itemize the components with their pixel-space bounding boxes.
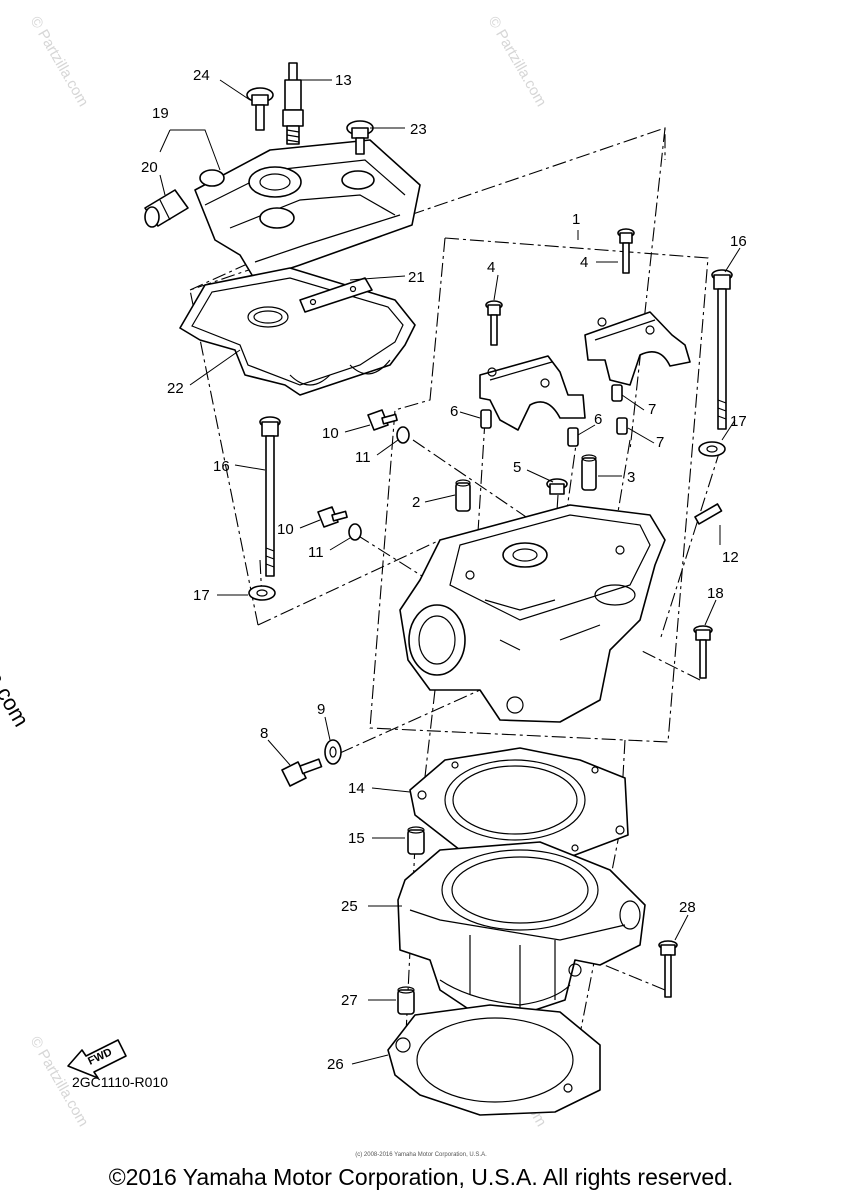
callout-25: 25 <box>341 898 358 915</box>
callout-10a: 10 <box>322 425 339 442</box>
callout-6b: 6 <box>594 411 602 428</box>
callout-11b: 11 <box>308 544 324 561</box>
dowel-27 <box>397 986 415 1015</box>
callout-12: 12 <box>722 549 739 566</box>
callout-8: 8 <box>260 725 268 742</box>
camshaft-cap-left <box>479 355 586 431</box>
washer-11-lower <box>348 523 362 541</box>
callout-16a: 16 <box>730 233 747 250</box>
cover-gasket <box>179 267 416 396</box>
cover-bolt-23 <box>346 120 374 155</box>
washer-17-left-hole <box>256 589 268 597</box>
bolt-10-upper <box>367 409 398 431</box>
callout-24: 24 <box>193 67 210 84</box>
callout-labels: 1 2 3 4 4 5 6 6 7 7 8 9 10 10 11 11 12 1… <box>141 67 747 1073</box>
watermark-tile: © Partzilla.com <box>27 14 92 110</box>
washer-9 <box>324 739 342 765</box>
washer-17-left <box>248 585 276 601</box>
dowel-15 <box>407 826 425 855</box>
bolt-10-lower <box>317 506 348 528</box>
callout-2: 2 <box>412 494 420 511</box>
cap-bolt-left <box>485 300 503 346</box>
callout-17b: 17 <box>193 587 210 604</box>
cylinder-block <box>397 841 646 1016</box>
valve-part-2 <box>455 479 471 512</box>
callout-7a: 7 <box>648 401 656 418</box>
callout-17a: 17 <box>730 413 747 430</box>
dowel-pins <box>480 384 628 447</box>
callout-26: 26 <box>327 1056 344 1073</box>
callout-22: 22 <box>167 380 184 397</box>
bolt-18 <box>693 625 713 679</box>
leader-lines <box>159 79 741 1065</box>
cap-bolt-right <box>617 228 635 274</box>
bolt-28 <box>658 940 678 998</box>
callout-4b: 4 <box>580 254 588 271</box>
valve-part-3 <box>581 454 597 491</box>
callout-16b: 16 <box>213 458 230 475</box>
watermark-tile: © Partzilla.com <box>485 14 550 110</box>
copyright-footer: ©2016 Yamaha Motor Corporation, U.S.A. A… <box>108 1164 734 1190</box>
cylinder-bolt-left <box>259 416 281 577</box>
stud-12 <box>694 503 723 525</box>
diagram-code: 2GC1110-R010 <box>72 1074 168 1090</box>
callout-3: 3 <box>627 469 635 486</box>
callout-10b: 10 <box>277 521 294 538</box>
washer-11-upper <box>396 426 410 444</box>
cylinder-bolt-right <box>711 269 733 430</box>
washer-17-right-hole <box>706 445 718 453</box>
bracket-plate <box>299 277 373 313</box>
callout-28: 28 <box>679 899 696 916</box>
callout-11a: 11 <box>355 449 371 466</box>
callout-5: 5 <box>513 459 521 476</box>
spark-plug <box>282 62 304 145</box>
bolt-8 <box>281 758 323 787</box>
callout-6a: 6 <box>450 403 458 420</box>
callout-15: 15 <box>348 830 365 847</box>
valve-cover <box>194 139 421 281</box>
callout-23: 23 <box>410 121 427 138</box>
washer-17-right <box>698 441 726 457</box>
callout-7b: 7 <box>656 434 664 451</box>
callout-20: 20 <box>141 159 158 176</box>
callout-13: 13 <box>335 72 352 89</box>
fwd-arrow-icon: FWD <box>67 1039 127 1079</box>
cylinder-head <box>399 504 666 723</box>
fine-print: (c) 2008-2016 Yamaha Motor Corporation, … <box>355 1152 487 1158</box>
callout-4a: 4 <box>487 259 495 276</box>
callout-21: 21 <box>408 269 425 286</box>
callout-27: 27 <box>341 992 358 1009</box>
callout-1: 1 <box>572 211 580 228</box>
valve-part-5 <box>546 478 568 495</box>
breather-fitting <box>144 189 189 228</box>
callout-19: 19 <box>152 105 169 122</box>
callout-14: 14 <box>348 780 365 797</box>
cover-bolt-24 <box>246 87 274 131</box>
callout-9: 9 <box>317 701 325 718</box>
camshaft-cap-right <box>584 311 691 386</box>
head-gasket <box>409 747 629 863</box>
callout-18: 18 <box>707 585 724 602</box>
base-gasket <box>387 1004 601 1116</box>
